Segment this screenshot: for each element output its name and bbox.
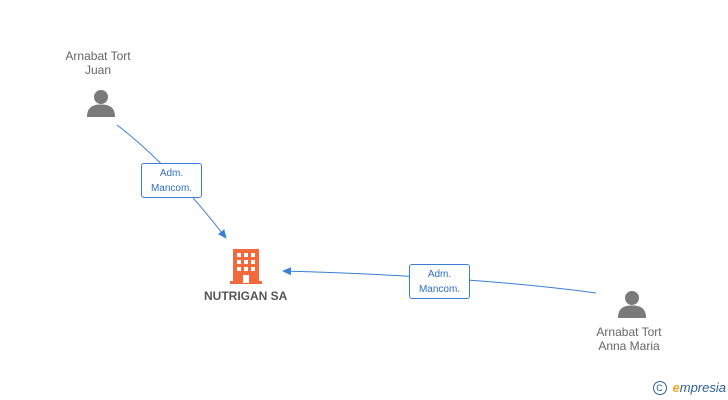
edge-label-juan: Adm. Mancom.	[141, 163, 202, 198]
person-anna-name-line2: Anna Maria	[598, 339, 660, 353]
person-juan-label: Arnabat Tort Juan	[48, 49, 148, 77]
person-anna-label: Arnabat Tort Anna Maria	[579, 325, 679, 353]
edge-label-juan-line2: Mancom.	[150, 183, 193, 194]
edge-label-anna-line1: Adm.	[427, 269, 452, 280]
edge-label-anna-line2: Mancom.	[418, 284, 461, 295]
person-icon[interactable]	[86, 88, 116, 118]
person-anna-name-line1: Arnabat Tort	[596, 325, 662, 339]
brand-name: mpresia	[679, 380, 726, 395]
building-icon[interactable]	[229, 247, 263, 285]
copyright-icon: C	[652, 381, 667, 395]
company-name[interactable]: NUTRIGAN SA	[204, 289, 288, 303]
person-juan-name-line2: Juan	[84, 63, 112, 77]
edge-label-juan-line1: Adm.	[159, 168, 184, 179]
person-juan-name-line1: Arnabat Tort	[65, 49, 131, 63]
person-icon[interactable]	[617, 289, 647, 319]
brand-e-mark: e	[672, 380, 680, 395]
edge-label-anna: Adm. Mancom.	[409, 264, 470, 299]
